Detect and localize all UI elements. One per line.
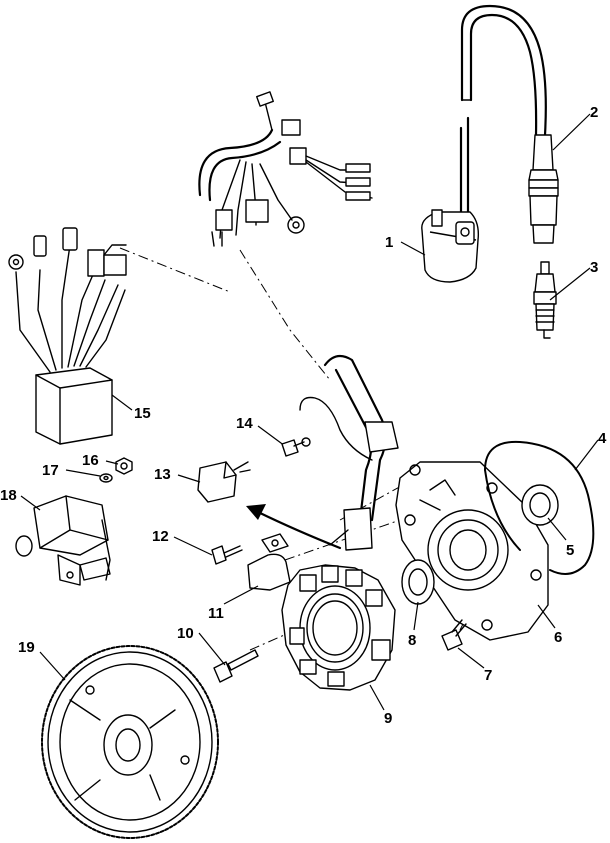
callout-14: 14: [236, 415, 253, 432]
stator-coil-icon: [281, 564, 396, 691]
o-ring-icon: [484, 440, 595, 575]
clamp-icon: [247, 533, 291, 591]
screw-icon-7: [441, 619, 467, 651]
spark-plug-icon: [533, 261, 557, 339]
screw-icon: [257, 425, 311, 457]
callout-15: 15: [134, 405, 151, 422]
callout-8: 8: [408, 632, 416, 649]
callout-10: 10: [177, 625, 194, 642]
callout-labels: 1 2 3 4 5 6 7 8 9 10 11 12 13 14 15 16 1…: [0, 104, 607, 727]
callout-17: 17: [42, 462, 59, 479]
starter-relay-icon: [15, 495, 111, 586]
stator-lead-harness: [299, 354, 399, 551]
pulse-sensor-icon: [197, 461, 342, 550]
callout-2: 2: [590, 104, 598, 121]
spark-plug-cap-icon: [460, 4, 559, 244]
screw-icon-10: [213, 649, 259, 683]
callout-18: 18: [0, 487, 17, 504]
callout-3: 3: [590, 259, 598, 276]
leader-lines: [20, 113, 599, 711]
callout-7: 7: [484, 667, 492, 684]
callout-6: 6: [554, 629, 562, 646]
callout-4: 4: [598, 430, 607, 447]
oil-seal-icon-8: [401, 559, 435, 605]
callout-12: 12: [152, 528, 169, 545]
stator-plate-icon: [395, 461, 549, 641]
callout-11: 11: [208, 605, 224, 622]
screw-icon-12: [211, 545, 243, 565]
oil-seal-icon: [521, 484, 559, 526]
washer-icon: [99, 473, 113, 483]
callout-1: 1: [385, 234, 393, 251]
wire-harness-icon: [198, 91, 373, 247]
callout-9: 9: [384, 710, 392, 727]
callout-19: 19: [18, 639, 35, 656]
callout-13: 13: [154, 466, 171, 483]
cdi-unit-icon: [8, 227, 127, 445]
flywheel-icon: [41, 645, 219, 839]
ignition-coil-icon: [421, 116, 480, 283]
callout-5: 5: [566, 542, 574, 559]
nut-icon: [115, 457, 133, 475]
callout-16: 16: [82, 452, 99, 469]
